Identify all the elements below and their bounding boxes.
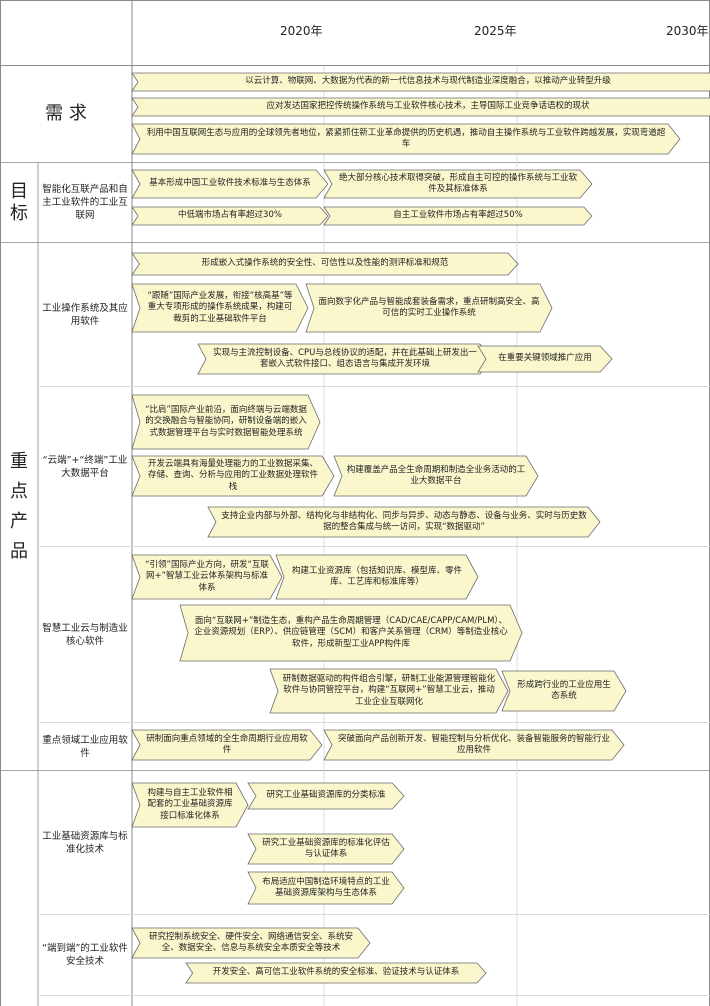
roadmap-item: 应对发达国家把控传统操作系统与工业软件核心技术，主导国际工业竞争话语权的现状 [266,101,590,112]
subsection-resource-library: 工业基础资源库与标准化技术 [42,830,128,855]
roadmap-item: 在重要关键领域推广应用 [498,353,592,364]
roadmap-item: 面向“互联网+”制造生态，重构产品生命周期管理（CAD/CAE/CAPP/CAM… [194,615,508,649]
subsection-big-data: “云端”+“终端”工业大数据平台 [42,454,128,479]
year-2025-label: 2025年 [474,24,517,38]
roadmap-arrow-shape [131,283,309,333]
roadmap-arrow-shape [305,283,553,333]
roadmap-item: 自主工业软件市场占有率超过50% [393,210,523,221]
section-products: 重 点 产 品 [10,450,28,562]
roadmap-arrow-shape [247,782,405,810]
year-2020-label: 2020年 [280,24,323,38]
roadmap-arrow-shape [477,345,613,373]
roadmap-arrow-shape [131,72,710,92]
roadmap-arrow-shape [131,252,519,276]
subsection-iiot: 智能化互联产品和自主工业软件的工业互联网 [42,184,128,221]
roadmap-item: 绝大部分核心技术取得突破，形成自主可控的操作系统与工业软件及其标准体系 [338,172,577,195]
roadmap-item: 开发安全、高可信工业软件系统的安全标准、验证技术与认证体系 [212,967,460,978]
roadmap-arrow-shape [131,455,335,497]
roadmap-item: 突破面向产品创新开发、智能控制与分析优化、装备智能服务的智能行业应用软件 [337,733,610,756]
roadmap-item: 支持企业内部与外部、结构化与非结构化、同步与异步、动态与静态、设备与业务、实时与… [221,510,587,533]
roadmap-item: 中低端市场占有率超过30% [178,210,282,221]
roadmap-item: 构建工业资源库（包括知识库、模型库、零件库、工艺库和标准库等） [291,565,462,588]
roadmap-item: 研究控制系统安全、硬件安全、网络通信安全、系统安全、数据安全、信息与系统安全本质… [148,931,353,954]
roadmap-arrow-shape [323,206,593,226]
roadmap-arrow-shape [131,554,283,600]
year-2030-label: 2030年 [666,24,709,38]
subsection-domain-apps: 重点领域工业应用软件 [42,734,128,759]
section-goal: 目 标 [10,180,28,224]
roadmap-arrow-shape [275,554,479,600]
roadmap-arrow-shape [207,506,601,538]
roadmap-arrow-shape [131,123,681,155]
roadmap-item: 构建与自主工业软件相配套的工业基础资源库接口标准化体系 [147,787,233,821]
roadmap-item: 开发云端具有海量处理能力的工业数据采集、存储、查询、分析与应用的工业数据处理软件… [147,458,318,492]
roadmap-item: 面向数字化产品与智能成套装备需求，重点研制高安全、高可信的实时工业操作系统 [318,296,540,319]
roadmap-arrow-shape [247,871,405,905]
roadmap-item: “比肩”国际产业前沿，面向终端与云端数据的交换融合与智能协同，研制设备端的嵌入式… [145,404,307,438]
roadmap-item: 研制面向重点领域的全生命周期行业应用软件 [146,733,308,756]
roadmap-item: 形成嵌入式操作系统的安全性、可信性以及性能的测评标准和规范 [201,258,449,269]
roadmap-arrow-shape [131,97,710,117]
roadmap-arrow-shape [131,169,329,199]
subsection-security: “端到端”的工业软件安全技术 [42,943,128,967]
roadmap-arrow-shape [131,206,329,226]
roadmap-arrow-shape [131,394,321,450]
roadmap-item: 研究工业基础资源库的分类标准 [266,790,386,801]
roadmap-item: 布局适应中国制造环境特点的工业基础资源库架构与生态体系 [262,876,390,899]
roadmap-arrow-shape [333,455,539,497]
roadmap-item: “引领”国际产业方向，研发“互联网+”智慧工业云体系架构与标准体系 [145,559,269,593]
roadmap-item: 研制数据驱动的构件组合引擎，研制工业能源管理智能化软件与协同管控平台，构建“互联… [282,673,496,707]
subsection-smart-cloud: 智慧工业云与制造业核心软件 [42,622,128,647]
roadmap-arrow-shape [323,169,593,199]
roadmap-arrow-shape [247,833,405,865]
roadmap-arrow-shape [131,782,249,828]
roadmap-item: 以云计算、物联网、大数据为代表的新一代信息技术与现代制造业深度融合，以推动产业转… [245,76,611,87]
roadmap-item: 利用中国互联网生态与应用的全球领先者地位，紧紧抓住新工业革命提供的历史机遇，推动… [146,127,666,150]
roadmap-arrow-shape [131,729,323,761]
roadmap-item: 基本形成中国工业软件技术标准与生态体系 [149,178,311,189]
roadmap-arrow-shape [197,343,493,375]
roadmap-arrow-shape [131,927,371,959]
roadmap-item: 研究工业基础资源库的标准化评估与认证体系 [262,837,390,860]
roadmap-arrow-shape [501,670,627,712]
section-need: 需 求 [45,103,87,124]
roadmap-item: 构建覆盖产品全生命周期和制造全业务活动的工业大数据平台 [346,464,526,487]
roadmap-arrow-shape [179,604,523,662]
subsection-industrial-os: 工业操作系统及其应用软件 [42,302,128,327]
roadmap-item: 实现与主流控制设备、CPU与总线协议的适配，并在此基础上研发出一套嵌入式软件接口… [213,347,477,370]
roadmap-item: “跟随”国际产业发展，衔接“核高基”等重大专项形成的操作系统成果，构建可裁剪的工… [147,290,293,324]
roadmap-arrow-shape [269,668,509,714]
roadmap-item: 形成跨行业的工业应用生态系统 [517,679,611,702]
roadmap-arrow-shape [185,962,487,984]
roadmap-arrow-shape [323,729,625,761]
